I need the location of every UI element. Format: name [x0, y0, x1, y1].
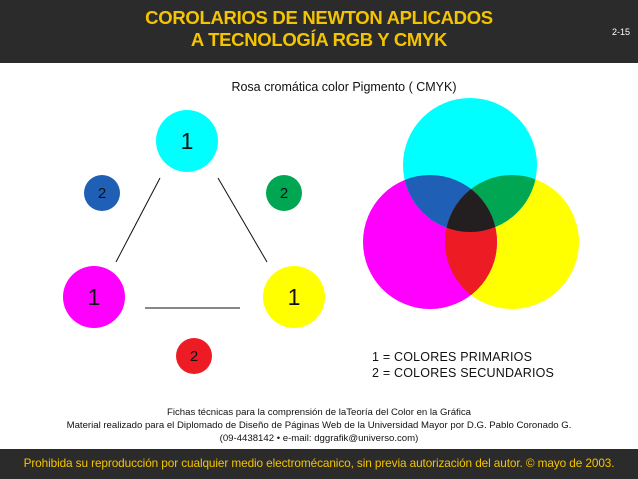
legend-secondary: 2 = COLORES SECUNDARIOS: [372, 366, 555, 380]
title-line-1: COROLARIOS DE NEWTON APLICADOS: [145, 7, 493, 28]
primary-yellow-label: 1: [287, 283, 301, 310]
page-title: COROLARIOS DE NEWTON APLICADOS A TECNOLO…: [0, 7, 638, 51]
connector-right: [217, 177, 268, 263]
title-line-2: A TECNOLOGÍA RGB Y CMYK: [190, 29, 448, 50]
secondary-blue-label: 2: [97, 184, 107, 202]
venn-center-overlap: [445, 175, 497, 232]
footer-bar: Prohibida su reproducción por cualquier …: [0, 449, 638, 479]
page-number: 2-15: [611, 27, 630, 37]
primary-cyan-dot: 1: [156, 110, 218, 172]
credits-line-1: Fichas técnicas para la comprensión de l…: [167, 407, 471, 418]
credits-line-2: Material realizado para el Diplomado de …: [66, 420, 572, 431]
primary-magenta-dot: 1: [63, 266, 125, 328]
diagram-subtitle: Rosa cromática color Pigmento ( CMYK): [231, 80, 457, 94]
connector-left: [115, 177, 161, 263]
secondary-green-dot: 2: [266, 175, 302, 211]
primary-magenta-label: 1: [87, 283, 101, 310]
secondary-green-label: 2: [279, 184, 289, 202]
secondary-blue-dot: 2: [84, 175, 120, 211]
primary-yellow-dot: 1: [263, 266, 325, 328]
copyright-notice: Prohibida su reproducción por cualquier …: [23, 456, 615, 470]
secondary-red-label: 2: [189, 347, 199, 365]
header-bar: COROLARIOS DE NEWTON APLICADOS A TECNOLO…: [0, 0, 638, 63]
secondary-red-dot: 2: [176, 338, 212, 374]
credits-line-3: (09-4438142 • e-mail: dggrafik@universo.…: [219, 433, 419, 444]
primary-cyan-label: 1: [180, 127, 194, 154]
legend-primary: 1 = COLORES PRIMARIOS: [372, 350, 533, 364]
